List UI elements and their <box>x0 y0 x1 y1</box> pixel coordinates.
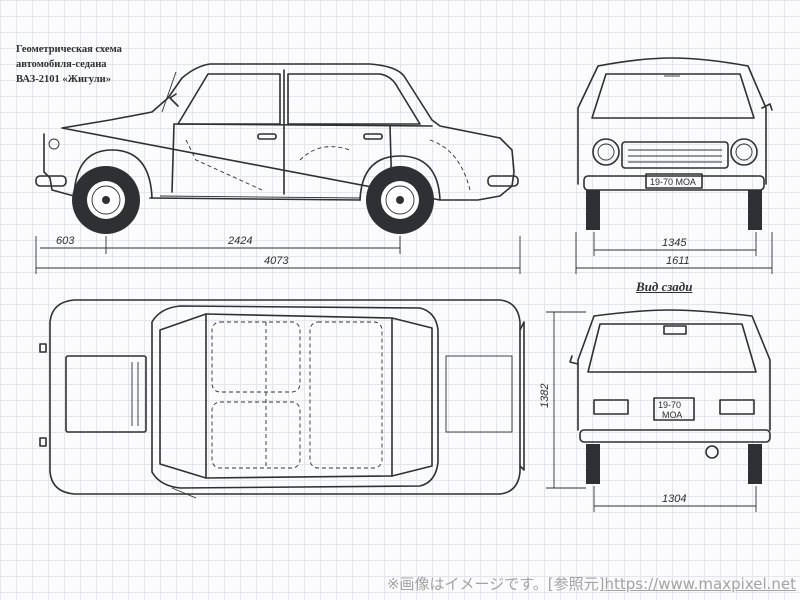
dim-front-track: 1345 <box>662 237 687 249</box>
dim-front-overhang: 603 <box>56 235 75 247</box>
dim-wheelbase: 2424 <box>227 235 252 247</box>
front-dimensions: 1345 1611 <box>575 232 773 274</box>
footer-credit: ※画像はイメージです。[参照元]https://www.maxpixel.net <box>387 573 796 594</box>
dim-rear-track: 1304 <box>662 493 686 505</box>
title-line-2: автомобиля-седана <box>16 59 107 70</box>
dim-overall-width: 1611 <box>666 255 690 267</box>
side-front-wheel <box>72 166 140 234</box>
footer-notice: ※画像はイメージです。[参照元] <box>386 575 605 593</box>
front-view: 19-70 МОА <box>577 57 773 230</box>
rear-plate-top: 19-70 <box>658 400 681 410</box>
rear-dimensions: 1382 1304 <box>539 311 757 512</box>
side-view <box>35 63 519 234</box>
title-line-1: Геометрическая схема <box>16 44 122 55</box>
rear-plate-bottom: МОА <box>662 410 682 420</box>
side-rear-wheel <box>366 166 434 234</box>
title-line-3: ВАЗ-2101 «Жигули» <box>16 74 111 85</box>
dim-overall-height: 1382 <box>539 384 551 408</box>
top-view <box>39 299 525 499</box>
diagram-title: Геометрическая схема автомобиля-седана В… <box>16 42 122 87</box>
front-plate: 19-70 МОА <box>650 177 696 187</box>
side-dimensions: 603 2424 4073 <box>35 235 521 274</box>
dim-overall-length: 4073 <box>264 255 289 267</box>
footer-source-link[interactable]: https://www.maxpixel.net <box>604 575 796 593</box>
rear-view-label: Вид сзади <box>636 279 693 294</box>
rear-view: 19-70 МОА <box>569 309 771 484</box>
